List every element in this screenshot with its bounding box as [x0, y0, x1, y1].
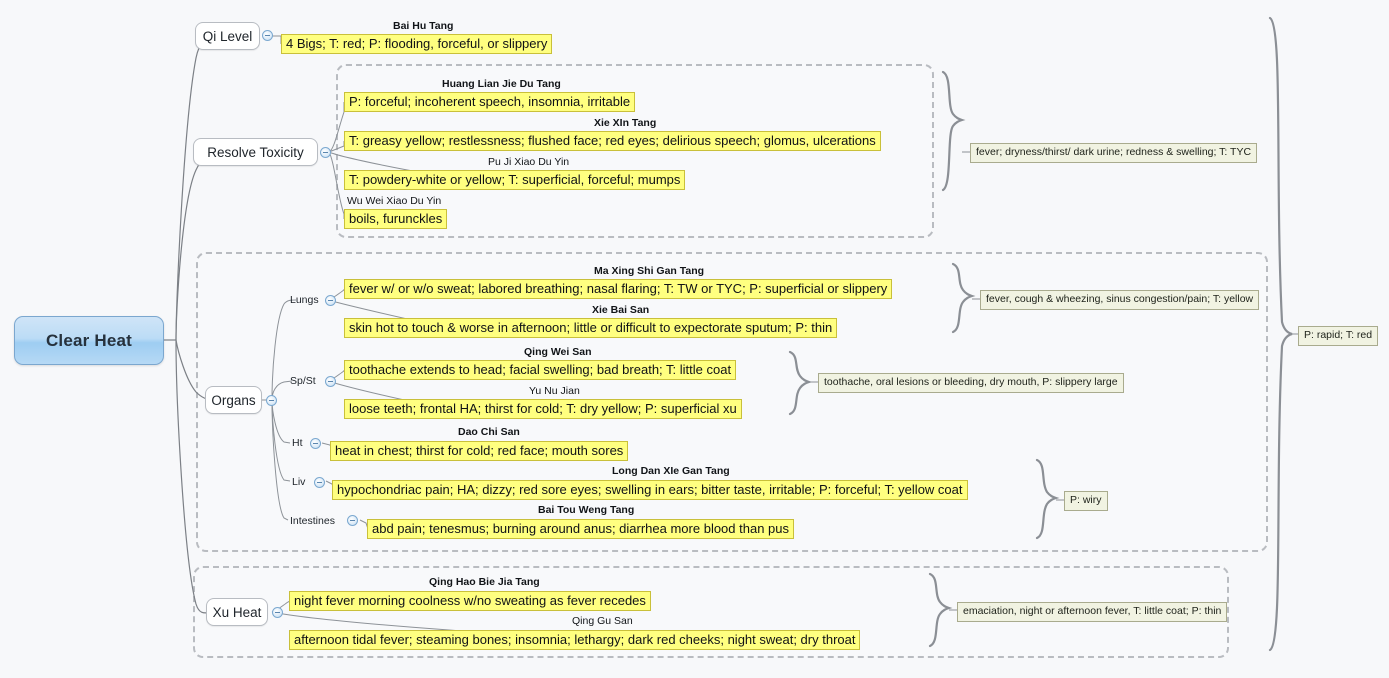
- symptom-box: fever w/ or w/o sweat; labored breathing…: [344, 279, 893, 299]
- formula-title: Wu Wei Xiao Du Yin: [347, 195, 442, 207]
- symptom-box: heat in chest; thirst for cold; red face…: [330, 441, 629, 461]
- symptom-box: loose teeth; frontal HA; thirst for cold…: [344, 399, 742, 419]
- minus-circle-icon-ht[interactable]: [310, 438, 321, 449]
- symptom-box: T: greasy yellow; restlessness; flushed …: [344, 131, 881, 151]
- group-note-overall: P: rapid; T: red: [1298, 326, 1379, 346]
- root-node-label: Clear Heat: [45, 330, 133, 350]
- organ-label-lungs[interactable]: Lungs: [290, 294, 319, 306]
- symptom-box: skin hot to touch & worse in afternoon; …: [344, 318, 838, 338]
- organ-label-intestines[interactable]: Intestines: [290, 515, 335, 527]
- symptom-box: hypochondriac pain; HA; dizzy; red sore …: [332, 480, 968, 500]
- branch-node-qi-level[interactable]: Qi Level: [195, 22, 260, 50]
- minus-circle-icon-liv[interactable]: [314, 477, 325, 488]
- formula-title: Qing Hao Bie Jia Tang: [429, 576, 540, 588]
- formula-title: Yu Nu Jian: [529, 385, 580, 397]
- symptom-box: afternoon tidal fever; steaming bones; i…: [289, 630, 861, 650]
- minus-circle-icon-lungs[interactable]: [325, 295, 336, 306]
- group-note-lungs: fever, cough & wheezing, sinus congestio…: [980, 290, 1260, 310]
- minus-circle-icon-organs[interactable]: [266, 395, 277, 406]
- symptom-box: night fever morning coolness w/no sweati…: [289, 591, 651, 611]
- branch-node-xu-heat[interactable]: Xu Heat: [206, 598, 268, 626]
- formula-title: Bai Tou Weng Tang: [538, 504, 635, 516]
- minus-circle-icon-sp-st[interactable]: [325, 376, 336, 387]
- minus-circle-icon-xu-heat[interactable]: [272, 607, 283, 618]
- symptom-box: boils, furunckles: [344, 209, 448, 229]
- symptom-box: P: forceful; incoherent speech, insomnia…: [344, 92, 636, 112]
- group-note-resolve-toxicity: fever; dryness/thirst/ dark urine; redne…: [970, 143, 1258, 163]
- group-note-xu-heat: emaciation, night or afternoon fever, T:…: [957, 602, 1228, 622]
- minus-circle-icon-qi-level[interactable]: [262, 30, 273, 41]
- branch-node-resolve-toxicity[interactable]: Resolve Toxicity: [193, 138, 318, 166]
- group-note-liv: P: wiry: [1064, 491, 1108, 511]
- symptom-box: toothache extends to head; facial swelli…: [344, 360, 737, 380]
- formula-title: Qing Gu San: [572, 615, 633, 627]
- branch-node-organs[interactable]: Organs: [205, 386, 262, 414]
- symptom-box: 4 Bigs; T: red; P: flooding, forceful, o…: [281, 34, 553, 54]
- formula-title: Xie XIn Tang: [594, 117, 657, 129]
- formula-title: Ma Xing Shi Gan Tang: [594, 265, 705, 277]
- formula-title: Long Dan XIe Gan Tang: [612, 465, 730, 477]
- branch-label-xu-heat: Xu Heat: [212, 604, 262, 620]
- organ-label-ht[interactable]: Ht: [292, 437, 303, 449]
- group-note-sp-st: toothache, oral lesions or bleeding, dry…: [818, 373, 1124, 393]
- branch-label-organs: Organs: [211, 392, 256, 408]
- symptom-box: T: powdery-white or yellow; T: superfici…: [344, 170, 686, 190]
- root-node[interactable]: Clear Heat: [14, 316, 164, 365]
- minus-circle-icon-resolve-toxicity[interactable]: [320, 147, 331, 158]
- minus-circle-icon-intestines[interactable]: [347, 515, 358, 526]
- formula-title: Bai Hu Tang: [393, 20, 454, 32]
- formula-title: Dao Chi San: [458, 426, 520, 438]
- organ-label-liv[interactable]: Liv: [292, 476, 306, 488]
- formula-title: Qing Wei San: [524, 346, 592, 358]
- formula-title: Huang Lian Jie Du Tang: [442, 78, 561, 90]
- symptom-box: abd pain; tenesmus; burning around anus;…: [367, 519, 795, 539]
- formula-title: Pu Ji Xiao Du Yin: [488, 156, 570, 168]
- branch-label-qi-level: Qi Level: [202, 28, 253, 44]
- formula-title: Xie Bai San: [592, 304, 650, 316]
- branch-label-resolve-toxicity: Resolve Toxicity: [207, 144, 304, 160]
- organ-label-sp-st[interactable]: Sp/St: [290, 375, 316, 387]
